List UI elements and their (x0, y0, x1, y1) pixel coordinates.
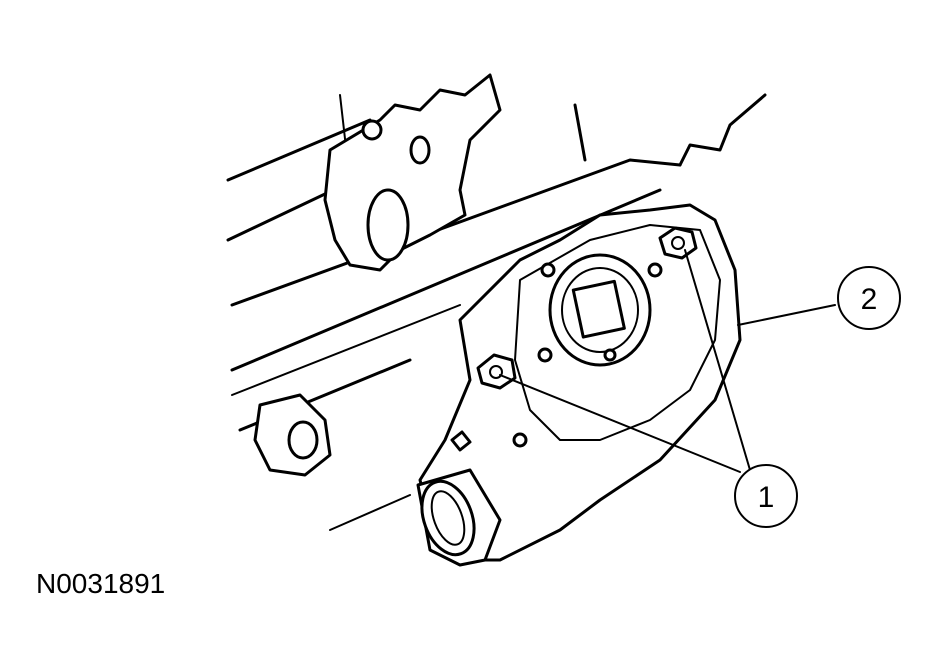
callout-1: 1 (734, 464, 798, 528)
upper-bracket (323, 73, 502, 272)
leader-lines (499, 249, 836, 473)
bolt-lower (476, 353, 517, 390)
figure-id: N0031891 (36, 568, 166, 599)
callout-2: 2 (837, 266, 901, 330)
sensor-housing (416, 203, 742, 567)
round-spacer (253, 393, 332, 477)
mounting-bolts (476, 226, 698, 390)
bolt-upper (658, 226, 698, 260)
callout-1-label: 1 (758, 481, 775, 514)
callout-2-label: 2 (861, 283, 878, 316)
